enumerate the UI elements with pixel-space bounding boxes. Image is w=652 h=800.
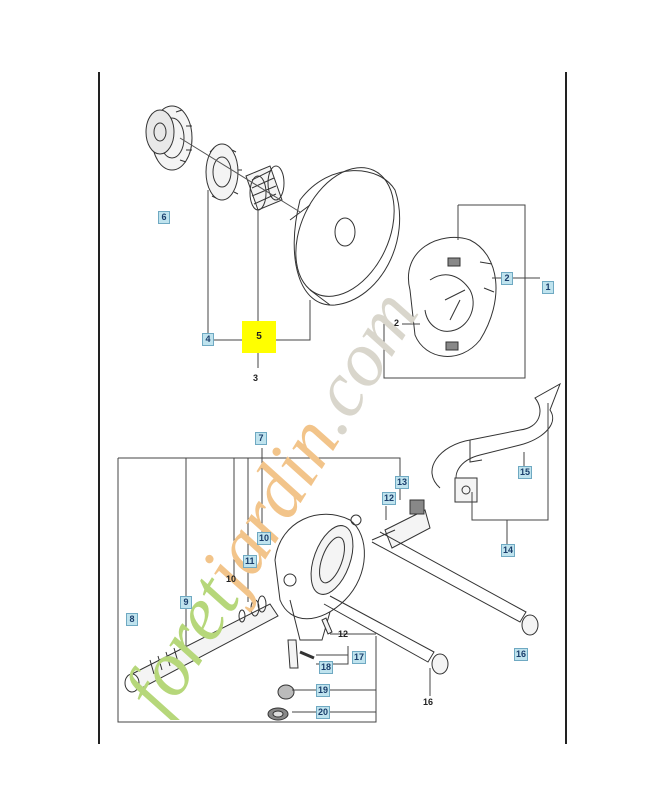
part-7-oil-pump (274, 513, 365, 641)
part-16-bolt-lower (323, 595, 449, 675)
label-part-14[interactable]: 14 (501, 544, 516, 557)
label-part-1[interactable]: 1 (542, 281, 554, 294)
part-5-needle-bearing (245, 165, 285, 211)
label-part-20[interactable]: 20 (316, 706, 331, 719)
label-part-10-lower[interactable]: 10 (226, 574, 237, 584)
part-16-bolt-right (371, 531, 539, 636)
label-part-5-highlighted[interactable]: 5 (242, 321, 276, 353)
part-4-rim-sprocket (205, 143, 242, 201)
part-17-piston (287, 639, 315, 669)
label-part-19[interactable]: 19 (316, 684, 331, 697)
label-part-16-lower[interactable]: 16 (423, 697, 434, 707)
label-part-10-upper[interactable]: 10 (257, 532, 272, 545)
part-13-pipe (371, 499, 431, 549)
part-9-drive-shaft (124, 603, 279, 693)
label-part-15[interactable]: 15 (518, 466, 533, 479)
part-11-spring (238, 595, 267, 623)
label-part-12-upper[interactable]: 12 (382, 492, 397, 505)
label-part-8[interactable]: 8 (126, 613, 138, 626)
part-19-plug (277, 684, 295, 700)
label-part-7[interactable]: 7 (255, 432, 267, 445)
top-leader-lines (207, 190, 540, 379)
label-part-3[interactable]: 3 (253, 373, 259, 383)
label-part-11[interactable]: 11 (243, 555, 257, 568)
label-part-17[interactable]: 17 (352, 651, 367, 664)
label-part-12-lower[interactable]: 12 (338, 629, 349, 639)
label-part-2-upper[interactable]: 2 (501, 272, 513, 285)
label-part-16-right[interactable]: 16 (514, 648, 529, 661)
frame-right-border (565, 72, 567, 744)
label-part-13[interactable]: 13 (395, 476, 410, 489)
label-part-4[interactable]: 4 (202, 333, 214, 346)
part-12-pin (321, 617, 333, 635)
part-3-clutch-drum (289, 167, 400, 306)
label-part-2-lower[interactable]: 2 (394, 318, 400, 328)
label-part-9[interactable]: 9 (180, 596, 192, 609)
part-15-oil-hose (431, 382, 561, 503)
part-6-cover (145, 105, 193, 171)
label-part-6[interactable]: 6 (158, 211, 170, 224)
part-1-clutch (407, 236, 497, 357)
label-part-18[interactable]: 18 (319, 661, 334, 674)
frame-left-border (98, 72, 100, 744)
part-20-seal (267, 707, 289, 721)
